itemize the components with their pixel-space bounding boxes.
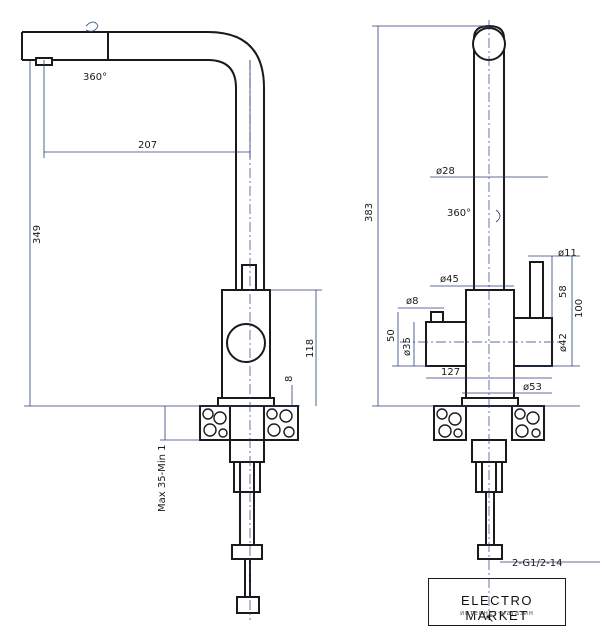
spout-diameter-label: ø28: [436, 166, 455, 177]
countertop-left: [199, 405, 299, 441]
body-top-diameter-label: ø45: [440, 274, 459, 285]
base-offset-label: 8: [284, 376, 295, 382]
base-diameter-label: ø53: [523, 382, 542, 393]
reach-label: 207: [138, 140, 157, 151]
lever-diameter-label: ø8: [406, 296, 418, 307]
rotation-label-right: 360°: [447, 208, 471, 219]
countertop-right: [433, 405, 545, 441]
connection-label: 2-G1/2-14: [512, 558, 563, 569]
handle-diameter-label: ø11: [558, 248, 577, 259]
body-width-label: 127: [441, 367, 460, 378]
handle-height-label: 58: [558, 285, 569, 298]
logo-brand: ELECTRO MARKET: [461, 593, 533, 623]
total-height-label-left: 349: [32, 225, 43, 244]
rotation-label-left: 360°: [83, 72, 107, 83]
side-height-label: 50: [386, 329, 397, 342]
electro-market-logo: ELECTRO MARKET интернет-магазин ↖: [428, 578, 566, 626]
right-height-label: 100: [574, 299, 585, 318]
cursor-icon: ↖: [485, 612, 495, 625]
deck-thickness-label: Max 35-Min 1: [157, 445, 168, 512]
side-view-faucet: [21, 21, 299, 614]
side-diameter-label: ø35: [402, 337, 413, 356]
body-diameter-label: ø42: [558, 333, 569, 352]
total-height-label-right: 383: [364, 203, 375, 222]
body-height-label: 118: [305, 339, 316, 358]
front-view-dimensions: [372, 20, 600, 620]
logo-subtitle: интернет-магазин: [460, 610, 534, 617]
side-view-dimensions: [24, 60, 322, 620]
